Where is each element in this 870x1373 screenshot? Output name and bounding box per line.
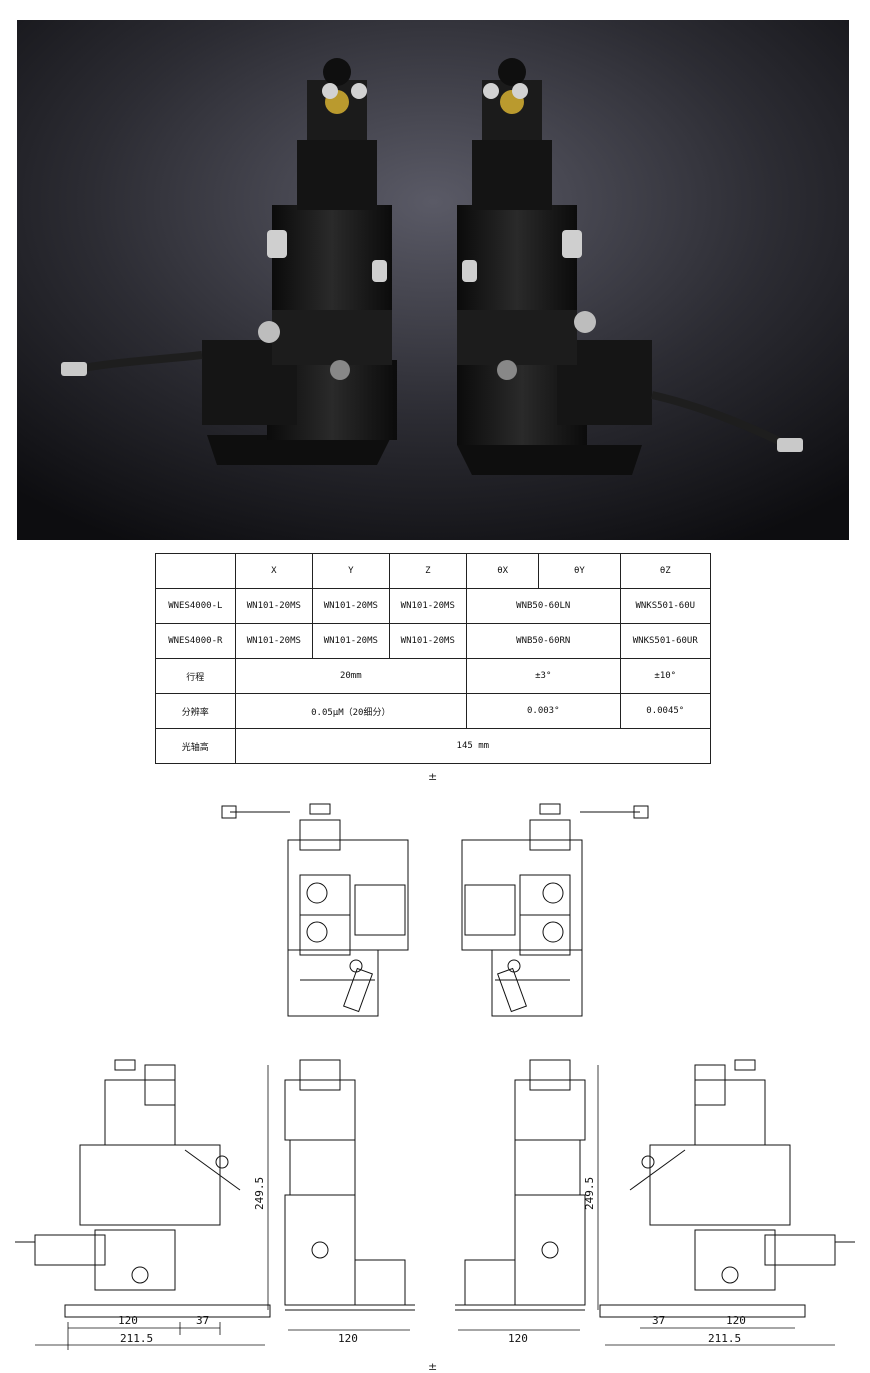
dim-120-d: 120 (726, 1314, 746, 1327)
cell-stroke-theta-xy: ±3° (466, 658, 621, 694)
cell-theta-z: WNKS501-60U (619, 588, 712, 624)
cell-resolution-xyz: 0.05μM（20细分） (234, 693, 468, 729)
top-view-right (461, 803, 649, 1017)
row-label: 行程 (155, 658, 236, 694)
cell-theta-z: WNKS501-60UR (619, 623, 712, 659)
cell-stroke-xyz: 20mm (234, 658, 468, 694)
header-cell-z: Z (388, 553, 468, 589)
dim-120-c: 120 (508, 1332, 528, 1345)
header-cell-y: Y (312, 553, 390, 589)
dim-211-d: 211.5 (708, 1332, 741, 1345)
product-photo (17, 20, 849, 540)
plus-minus-mark-bottom: ± (428, 1360, 438, 1373)
left-stage-figure (61, 58, 397, 465)
cell-theta-xy: WNB50-60LN (466, 588, 621, 624)
dim-120-b: 120 (338, 1332, 358, 1345)
table-row-stroke: 行程 20mm ±3° ±10° (155, 658, 712, 694)
table-row-optical-axis: 光轴高 145 mm (155, 728, 712, 764)
table-row: WNES4000-R WN101-20MS WN101-20MS WN101-2… (155, 623, 712, 659)
cell-z: WN101-20MS (388, 623, 468, 659)
cell-theta-xy: WNB50-60RN (466, 623, 621, 659)
side-view-far-left (15, 1059, 271, 1318)
side-view-center-left (284, 1059, 415, 1311)
dim-height-left: 249.5 (253, 1177, 266, 1210)
side-view-center-right (455, 1059, 586, 1311)
top-view-left (221, 803, 409, 1017)
dimension-lines (35, 1065, 835, 1350)
right-stage-figure (457, 58, 803, 475)
cell-z: WN101-20MS (388, 588, 468, 624)
dim-37-a: 37 (196, 1314, 209, 1327)
header-cell-theta-y: θY (538, 553, 621, 589)
cell-stroke-theta-z: ±10° (619, 658, 712, 694)
header-cell-x: X (234, 553, 314, 589)
table-row-resolution: 分辨率 0.05μM（20细分） 0.003° 0.0045° (155, 693, 712, 729)
row-label: 分辨率 (155, 693, 236, 729)
cell-resolution-theta-z: 0.0045° (619, 693, 712, 729)
table-row: WNES4000-L WN101-20MS WN101-20MS WN101-2… (155, 588, 712, 624)
side-view-far-right (599, 1059, 855, 1318)
row-label: 光轴高 (155, 728, 236, 764)
dim-120-a: 120 (118, 1314, 138, 1327)
cell-x: WN101-20MS (234, 623, 314, 659)
header-cell-theta-x: θX (465, 553, 540, 589)
cell-y: WN101-20MS (312, 588, 390, 624)
row-label: WNES4000-L (155, 588, 236, 624)
plus-minus-mark: ± (428, 770, 438, 783)
header-cell (155, 553, 236, 589)
cell-y: WN101-20MS (312, 623, 390, 659)
table-header-row: X Y Z θX θY θZ (155, 553, 712, 589)
dim-37-d: 37 (652, 1314, 665, 1327)
technical-drawings: 249.5 249.5 120 37 211.5 120 120 120 37 … (0, 790, 870, 1365)
cell-x: WN101-20MS (234, 588, 314, 624)
cell-optical-axis: 145 mm (234, 728, 712, 764)
cell-resolution-theta-xy: 0.003° (466, 693, 621, 729)
dim-211-a: 211.5 (120, 1332, 153, 1345)
dim-height-right: 249.5 (583, 1177, 596, 1210)
row-label: WNES4000-R (155, 623, 236, 659)
spec-table: X Y Z θX θY θZ WNES4000-L WN101-20MS WN1… (155, 553, 712, 764)
header-cell-theta-z: θZ (619, 553, 712, 589)
